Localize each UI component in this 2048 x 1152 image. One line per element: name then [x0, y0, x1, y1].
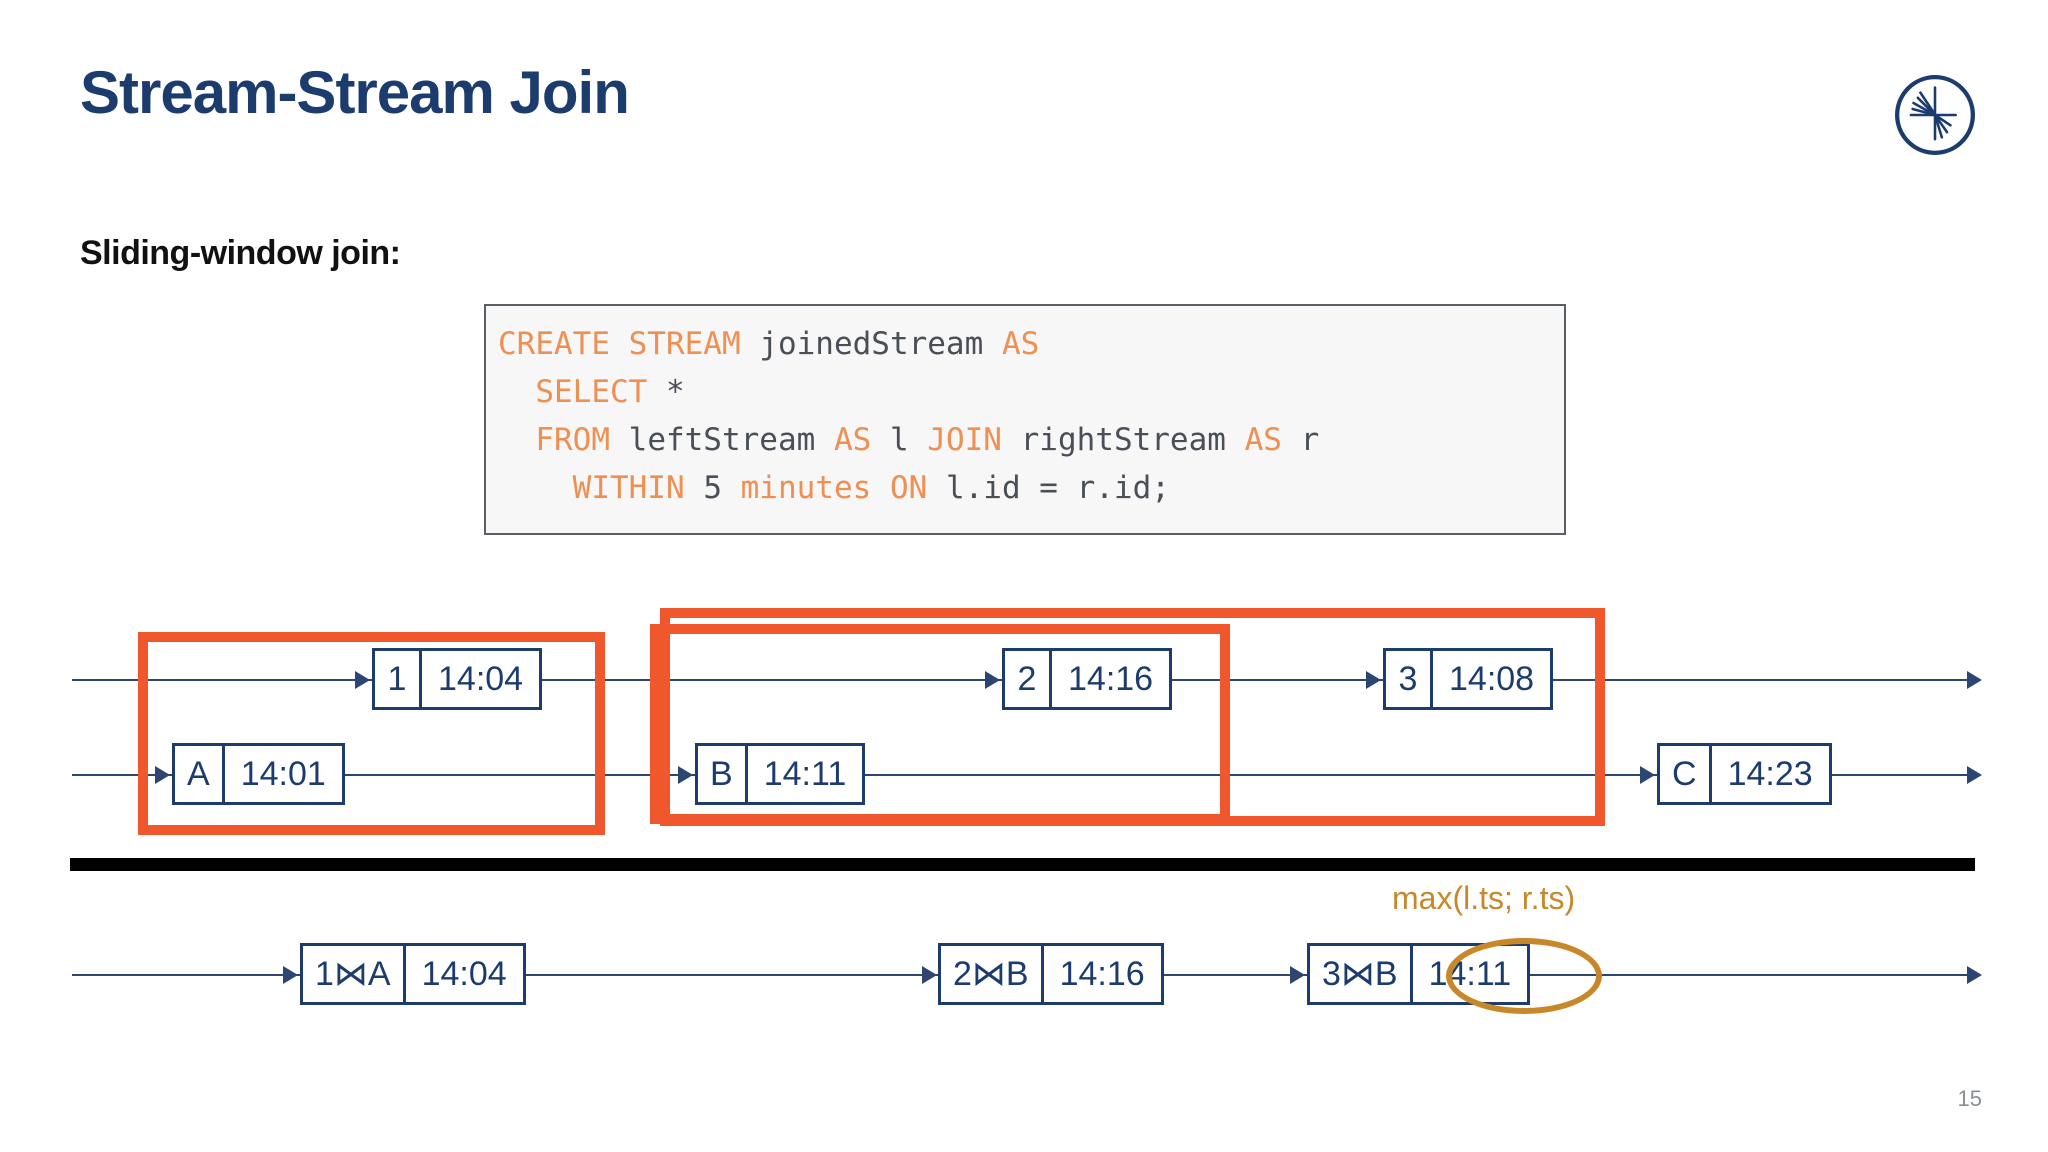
left-stream-arrow-3: [1366, 671, 1381, 689]
right-stream-end-arrow: [1967, 766, 1982, 784]
left-stream-end-arrow: [1967, 671, 1982, 689]
right-stream-event-box: B 14:11: [695, 743, 866, 805]
sql-keyword: AS: [1001, 326, 1040, 362]
code-line: SELECT *: [498, 368, 1564, 416]
output-event-timestamp: 14:04: [421, 954, 507, 993]
sql-keyword: minutes: [740, 470, 890, 506]
right-stream-event-box: A 14:01: [172, 743, 345, 805]
sql-identifier: r: [1300, 422, 1320, 458]
section-subtitle: Sliding-window join:: [80, 234, 401, 272]
right-stream-line: [72, 774, 1967, 776]
output-event-timestamp: 14:16: [1059, 954, 1145, 993]
event-timestamp: 14:08: [1449, 659, 1535, 698]
sql-keyword: FROM: [498, 422, 629, 458]
sql-identifier: joinedStream: [759, 326, 1002, 362]
event-timestamp: 14:16: [1068, 659, 1154, 698]
left-stream-arrow-1: [355, 671, 370, 689]
output-stream-arrow-2: [922, 966, 937, 984]
sql-keyword: JOIN: [927, 422, 1021, 458]
sql-keyword: AS: [833, 422, 890, 458]
right-stream-arrow-c: [1640, 766, 1655, 784]
max-timestamp-annotation: max(l.ts; r.ts): [1392, 880, 1576, 916]
sql-identifier: 5: [703, 470, 741, 506]
sql-identifier: rightStream: [1020, 422, 1245, 458]
code-line: FROM leftStream AS l JOIN rightStream AS…: [498, 416, 1564, 464]
sql-keyword: ON: [889, 470, 946, 506]
output-event-box: 2⋈B 14:16: [938, 943, 1164, 1005]
output-stream-arrow-3: [1290, 966, 1305, 984]
output-event-key: 1⋈A: [303, 946, 406, 1002]
sql-identifier: l.id = r.id;: [945, 470, 1170, 506]
output-event-key: 3⋈B: [1310, 946, 1413, 1002]
sql-identifier: l: [889, 422, 928, 458]
event-timestamp: 14:01: [240, 754, 326, 793]
sql-identifier: leftStream: [628, 422, 834, 458]
join-window-1: [138, 632, 605, 835]
event-key: A: [175, 746, 225, 802]
output-stream-arrow-1: [283, 966, 298, 984]
event-key: B: [698, 746, 748, 802]
event-timestamp: 14:23: [1727, 754, 1813, 793]
left-stream-arrow-2: [985, 671, 1000, 689]
event-key: C: [1660, 746, 1712, 802]
right-stream-arrow-a: [155, 766, 170, 784]
event-key: 3: [1386, 651, 1433, 707]
event-timestamp: 14:11: [763, 754, 847, 793]
code-line: CREATE STREAM joinedStream AS: [498, 320, 1564, 368]
sql-identifier: *: [665, 374, 685, 410]
event-timestamp: 14:04: [438, 659, 524, 698]
right-stream-event-box: C 14:23: [1657, 743, 1832, 805]
sql-keyword: AS: [1244, 422, 1301, 458]
sql-keyword: CREATE STREAM: [498, 326, 760, 362]
event-key: 2: [1005, 651, 1052, 707]
left-stream-event-box: 2 14:16: [1002, 648, 1173, 710]
code-line: WITHIN 5 minutes ON l.id = r.id;: [498, 464, 1564, 512]
timestamp-highlight-ellipse: [1446, 938, 1602, 1014]
event-key: 1: [375, 651, 422, 707]
page-title: Stream-Stream Join: [80, 59, 630, 126]
join-window-2-inner: [650, 624, 1230, 824]
right-stream-arrow-b: [678, 766, 693, 784]
starburst-circle-logo: [1895, 75, 1975, 155]
page-number: 15: [1957, 1086, 1982, 1111]
section-divider: [70, 858, 1975, 871]
output-stream-end-arrow: [1967, 966, 1982, 984]
sql-keyword: SELECT: [498, 374, 666, 410]
sql-keyword: WITHIN: [498, 470, 704, 506]
output-event-box: 1⋈A 14:04: [300, 943, 526, 1005]
output-event-key: 2⋈B: [941, 946, 1044, 1002]
sql-code-block: CREATE STREAM joinedStream AS SELECT * F…: [484, 304, 1566, 535]
left-stream-event-box: 3 14:08: [1383, 648, 1554, 710]
left-stream-event-box: 1 14:04: [372, 648, 543, 710]
